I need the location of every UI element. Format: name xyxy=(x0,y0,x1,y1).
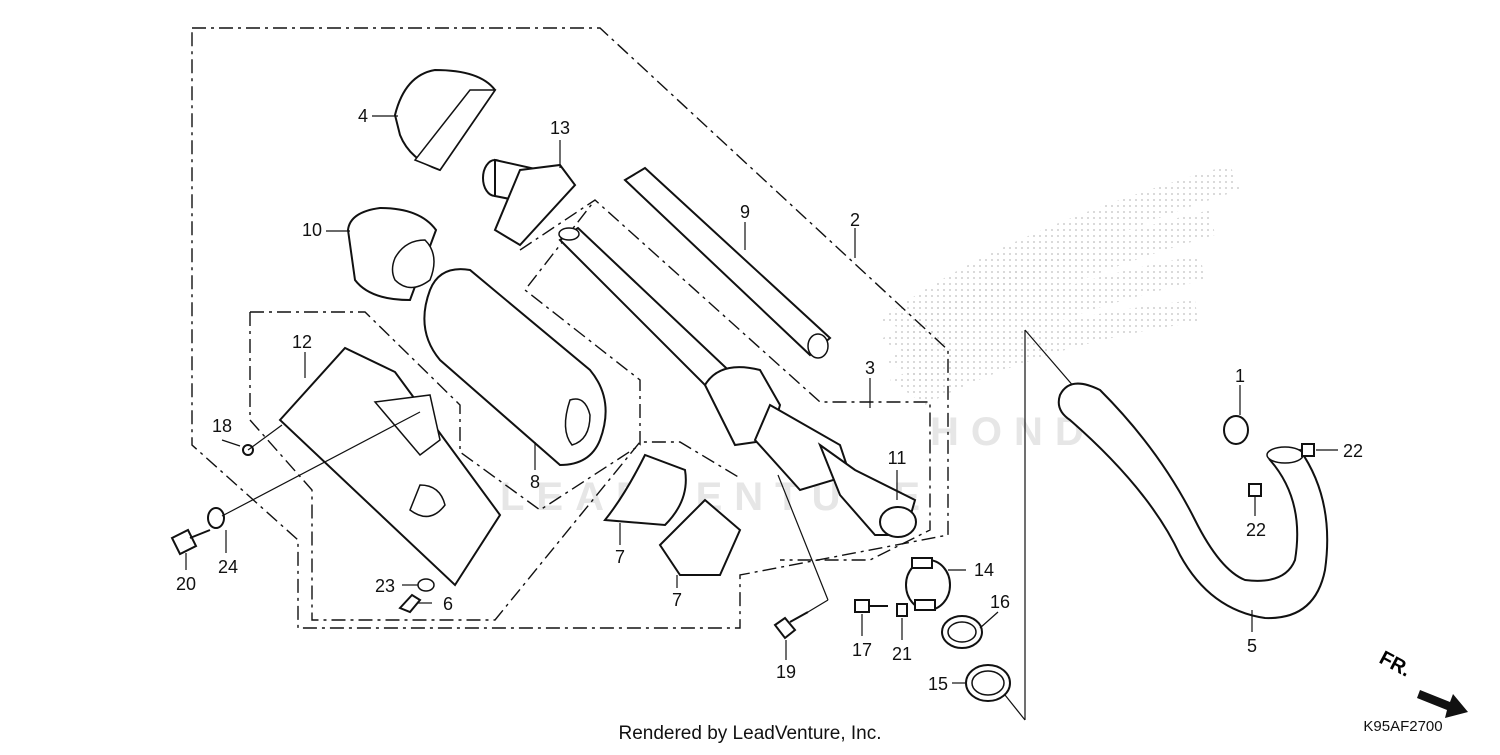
callout-labels: 1 2 3 4 5 6 7 7 8 9 10 11 12 13 14 15 16… xyxy=(176,106,1363,694)
part-11-connecting-pipe[interactable] xyxy=(817,442,917,538)
callout-7-lower[interactable]: 7 xyxy=(672,590,682,610)
callout-20[interactable]: 20 xyxy=(176,574,196,594)
part-23-washer[interactable] xyxy=(402,578,435,592)
part-21-nut[interactable] xyxy=(896,603,908,640)
assembly-group-outlines xyxy=(191,27,949,629)
part-12-muffler-shell[interactable] xyxy=(278,346,502,587)
part-24-washer[interactable] xyxy=(207,411,421,553)
callout-2[interactable]: 2 xyxy=(850,210,860,230)
part-20-bolt[interactable] xyxy=(170,528,211,570)
front-direction-indicator: FR. xyxy=(1376,647,1468,718)
callout-12[interactable]: 12 xyxy=(292,332,312,352)
callout-21[interactable]: 21 xyxy=(892,644,912,664)
callout-18[interactable]: 18 xyxy=(212,416,232,436)
front-arrow-icon xyxy=(1417,690,1468,718)
callout-3[interactable]: 3 xyxy=(865,358,875,378)
part-16-gasket[interactable] xyxy=(941,611,999,649)
part-22-nut-right[interactable] xyxy=(1301,443,1338,457)
callout-24[interactable]: 24 xyxy=(218,557,238,577)
callout-17[interactable]: 17 xyxy=(852,640,872,660)
callout-13[interactable]: 13 xyxy=(550,118,570,138)
part-19-bolt[interactable] xyxy=(773,474,829,660)
callout-10[interactable]: 10 xyxy=(302,220,322,240)
callout-9[interactable]: 9 xyxy=(740,202,750,222)
part-17-bolt[interactable] xyxy=(854,599,888,636)
callout-5[interactable]: 5 xyxy=(1247,636,1257,656)
part-6-screw[interactable] xyxy=(398,593,432,614)
header-pipe-leader-diag xyxy=(1024,329,1076,389)
gasket-leader-diag xyxy=(1004,694,1026,721)
part-7-protector-pad-lower[interactable] xyxy=(658,498,742,588)
footer-credit: Rendered by LeadVenture, Inc. xyxy=(618,723,881,744)
part-8-outer-packing[interactable] xyxy=(423,268,607,470)
part-4-end-cap[interactable] xyxy=(372,68,497,172)
part-22-nut-lower[interactable] xyxy=(1248,483,1262,516)
part-7-protector-pad-upper[interactable] xyxy=(603,453,687,545)
part-1-header-gasket[interactable] xyxy=(1223,385,1249,445)
part-3-muffler-body[interactable] xyxy=(703,366,871,492)
part-5-exhaust-header-pipe[interactable] xyxy=(1057,382,1329,632)
part-13-outlet-pipe[interactable] xyxy=(482,140,577,247)
callout-22-right[interactable]: 22 xyxy=(1343,441,1363,461)
front-direction-label: FR. xyxy=(1376,647,1415,682)
callout-22-lower[interactable]: 22 xyxy=(1246,520,1266,540)
callout-6[interactable]: 6 xyxy=(443,594,453,614)
part-14-exhaust-clamp[interactable] xyxy=(905,557,966,611)
callout-7-upper[interactable]: 7 xyxy=(615,547,625,567)
callout-14[interactable]: 14 xyxy=(974,560,994,580)
callout-19[interactable]: 19 xyxy=(776,662,796,682)
callout-8[interactable]: 8 xyxy=(530,472,540,492)
part-18-screw[interactable] xyxy=(221,424,283,456)
callout-23[interactable]: 23 xyxy=(375,576,395,596)
callout-4[interactable]: 4 xyxy=(358,106,368,126)
callout-11[interactable]: 11 xyxy=(888,448,907,468)
part-15-gasket[interactable] xyxy=(952,664,1011,702)
callout-16[interactable]: 16 xyxy=(990,592,1010,612)
callout-15[interactable]: 15 xyxy=(928,674,948,694)
part-10-silencer-packing[interactable] xyxy=(326,206,438,302)
diagram-code: K95AF2700 xyxy=(1363,718,1442,735)
part-9-inner-pipe[interactable] xyxy=(623,166,832,359)
callout-1[interactable]: 1 xyxy=(1235,366,1245,386)
